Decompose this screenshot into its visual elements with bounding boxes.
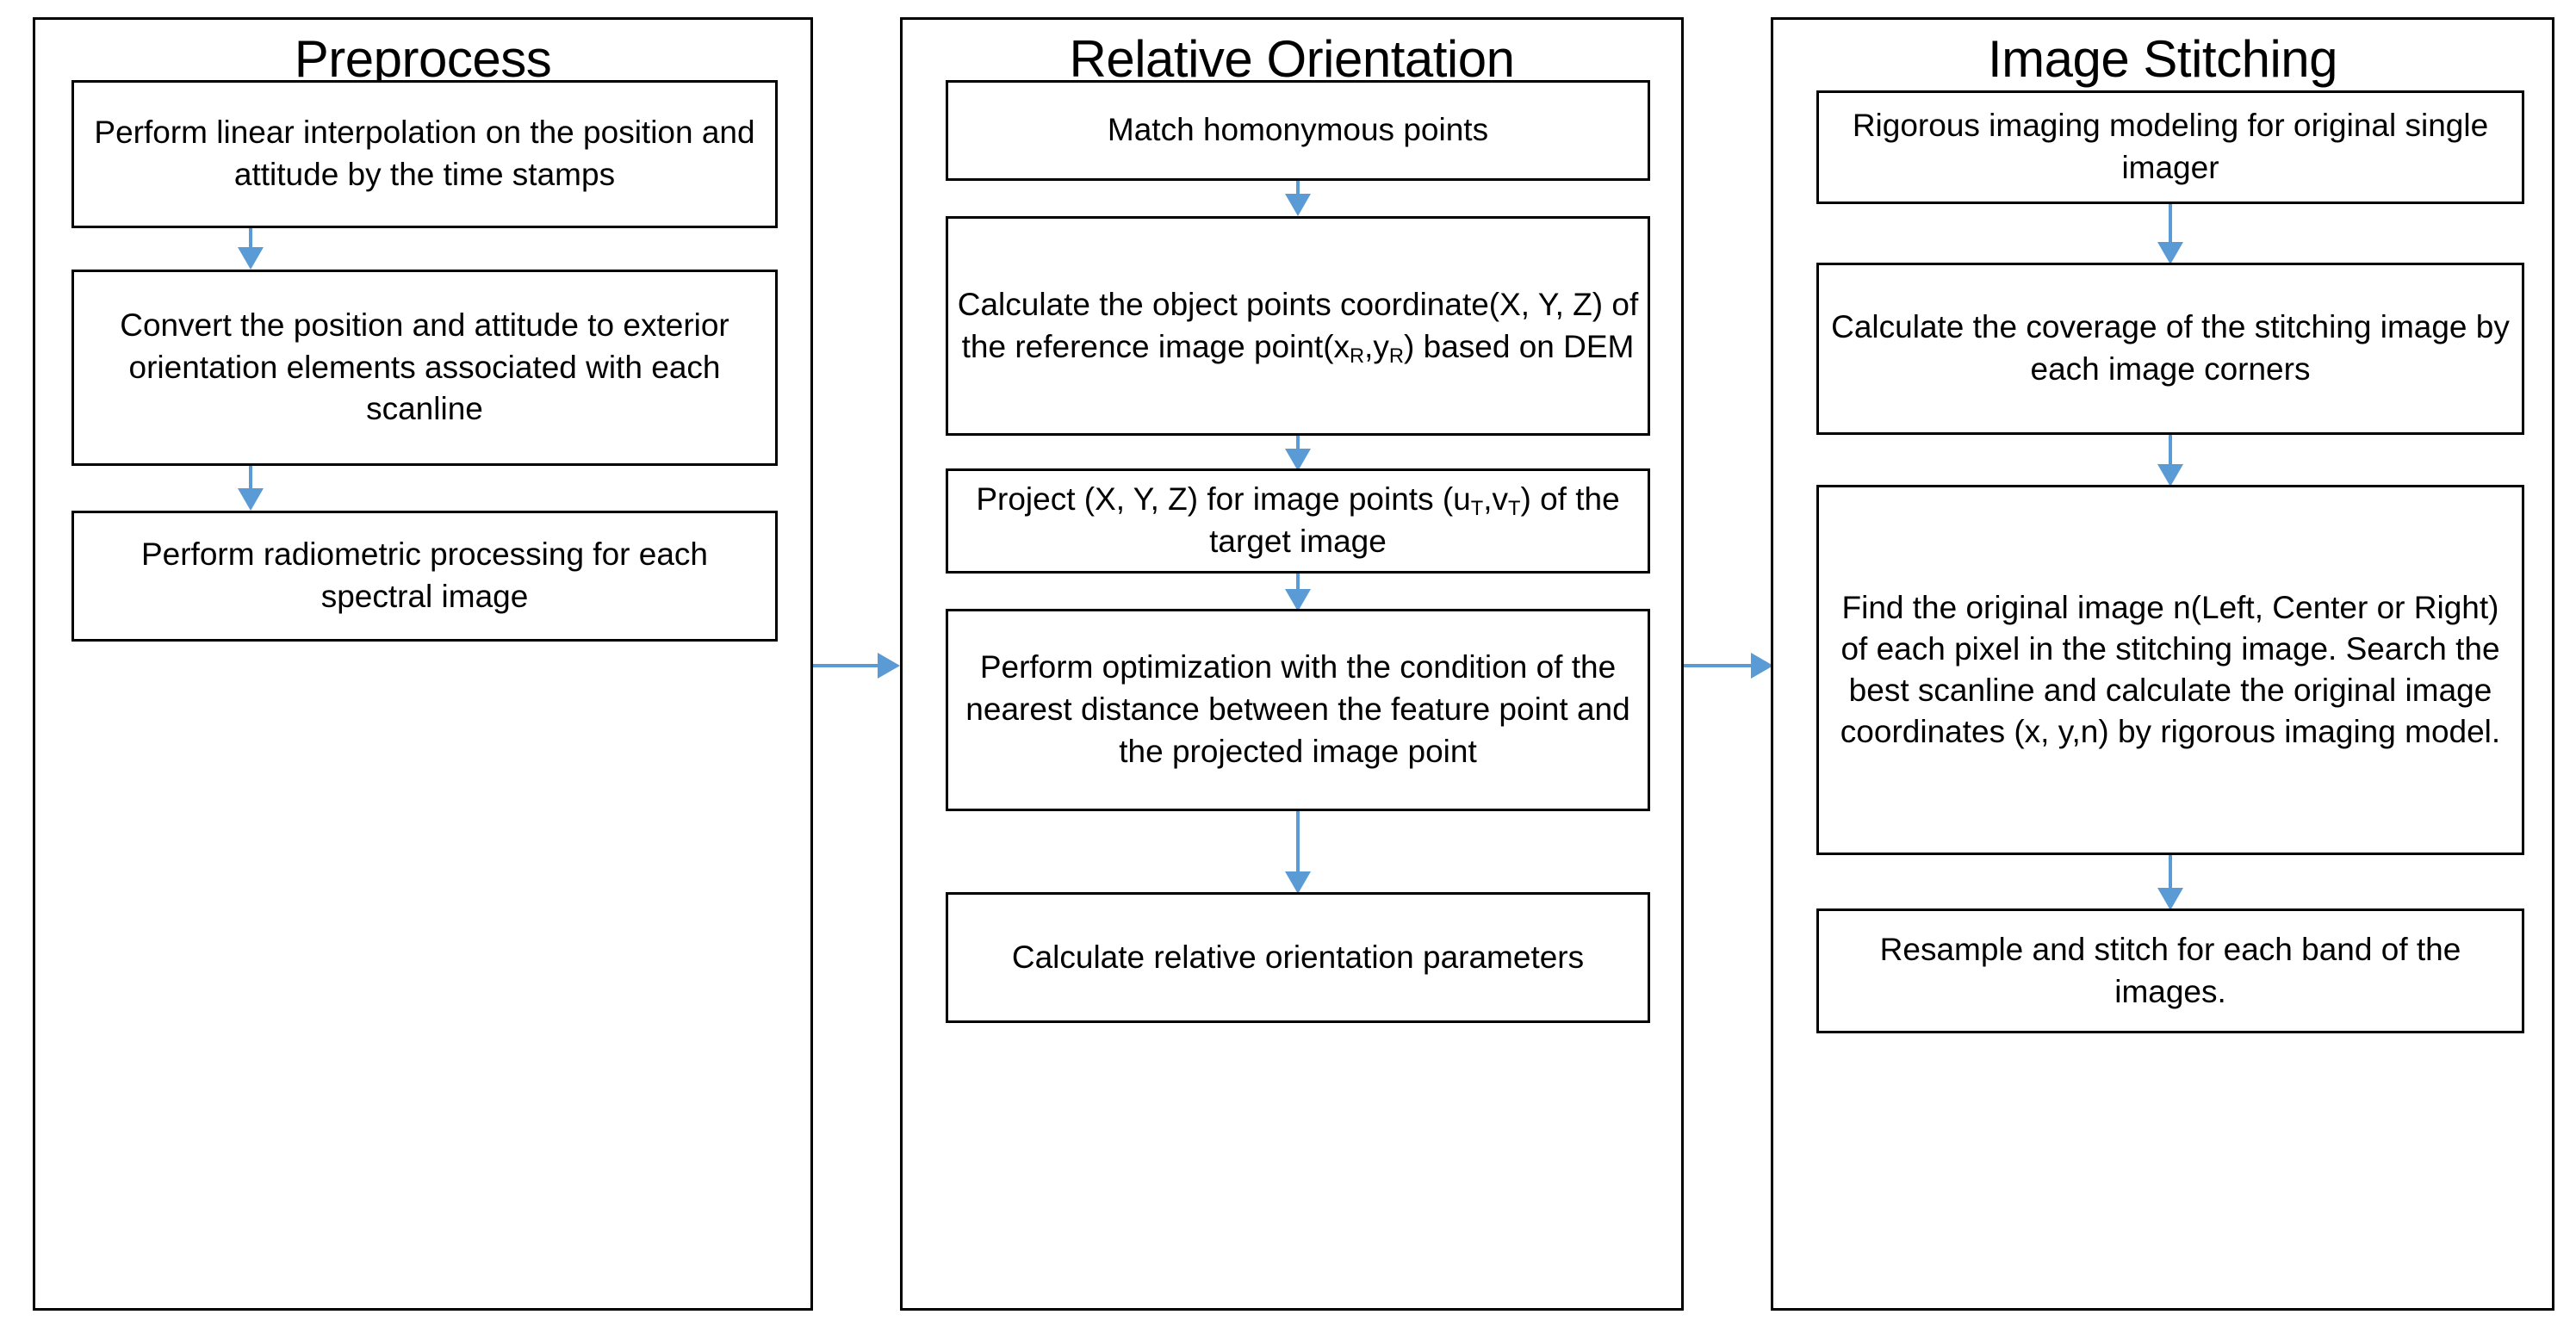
arrow-down-r4-r5 [1285,811,1311,895]
step-text: Perform optimization with the condition … [965,649,1630,769]
stage-preprocess: Preprocess Perform linear interpolation … [33,17,813,1311]
arrow-down-s3-s4 [2157,855,2183,910]
arrow-down-s1-s2 [2157,204,2183,264]
subscript-R-2: R [1388,344,1405,368]
step-box-calculate-relative-orientation-parameters: Calculate relative orientation parameter… [946,892,1650,1023]
step-box-perform-optimization-nearest-distance: Perform optimization with the condition … [946,609,1650,811]
step-box-resample-and-stitch: Resample and stitch for each band of the… [1816,908,2524,1033]
step-box-convert-position-attitude: Convert the position and attitude to ext… [71,270,778,466]
step-text: Perform radiometric processing for each … [140,536,709,614]
step-text: Perform linear interpolation on the posi… [94,115,755,192]
arrow-down-r3-r4 [1285,574,1311,611]
arrow-down-s2-s3 [2157,435,2183,487]
step-text: Calculate the object points coordinate(X… [957,284,1639,369]
arrow-down-p2-p3 [238,466,264,511]
step-text: Project (X, Y, Z) for image points (uT,v… [957,479,1639,563]
step-box-rigorous-imaging-modeling: Rigorous imaging modeling for original s… [1816,90,2524,204]
step-text-part-3: ) based on DEM [1404,328,1635,364]
step-box-project-xyz-image-points: Project (X, Y, Z) for image points (uT,v… [946,468,1650,574]
step-text: Calculate the coverage of the stitching … [1831,309,2510,387]
step-box-perform-radiometric-processing: Perform radiometric processing for each … [71,511,778,642]
subscript-R-1: R [1350,344,1365,368]
step-text: Find the original image n(Left, Center o… [1828,587,2513,753]
step-text: Convert the position and attitude to ext… [120,307,729,427]
step-text: Resample and stitch for each band of the… [1879,931,2461,1009]
stage-image-stitching: Image Stitching Rigorous imaging modelin… [1771,17,2554,1311]
step-text: Calculate relative orientation parameter… [1011,939,1585,975]
step-box-perform-linear-interpolation: Perform linear interpolation on the posi… [71,80,778,228]
arrow-right-relative-to-stitching [1684,653,1773,679]
subscript-T-2: T [1508,498,1521,521]
step-text-part-2: ,y [1364,328,1389,364]
stage-title-relative-orientation: Relative Orientation [1069,30,1515,88]
step-text-line-2: Search the best scanline and calculate t… [1840,630,2501,750]
step-text: Rigorous imaging modeling for original s… [1852,108,2489,185]
step-box-calculate-object-points-coordinate: Calculate the object points coordinate(X… [946,216,1650,436]
step-text-part-1: Calculate the object points coordinate(X… [957,286,1639,364]
step-box-calculate-coverage-stitching-image: Calculate the coverage of the stitching … [1816,263,2524,435]
stage-relative-orientation: Relative Orientation Match homonymous po… [900,17,1684,1311]
stage-title-preprocess: Preprocess [294,30,552,88]
step-text: Match homonymous points [1107,112,1489,148]
arrow-down-r2-r3 [1285,436,1311,471]
arrow-down-p1-p2 [238,228,264,270]
stage-title-image-stitching: Image Stitching [1987,30,2338,88]
step-text-line-1: Find the original image n(Left, Center o… [1840,589,2499,667]
step-text-part-1: Project (X, Y, Z) for image points (u [976,481,1471,518]
arrow-right-preprocess-to-relative [813,653,900,679]
subscript-T-1: T [1470,498,1484,521]
step-text-part-2: ,v [1483,481,1508,518]
step-box-find-original-image-and-search-scanline: Find the original image n(Left, Center o… [1816,485,2524,855]
arrow-down-r1-r2 [1285,181,1311,216]
step-text-part-3: ) of the target image [1209,481,1620,559]
step-box-match-homonymous-points: Match homonymous points [946,80,1650,181]
